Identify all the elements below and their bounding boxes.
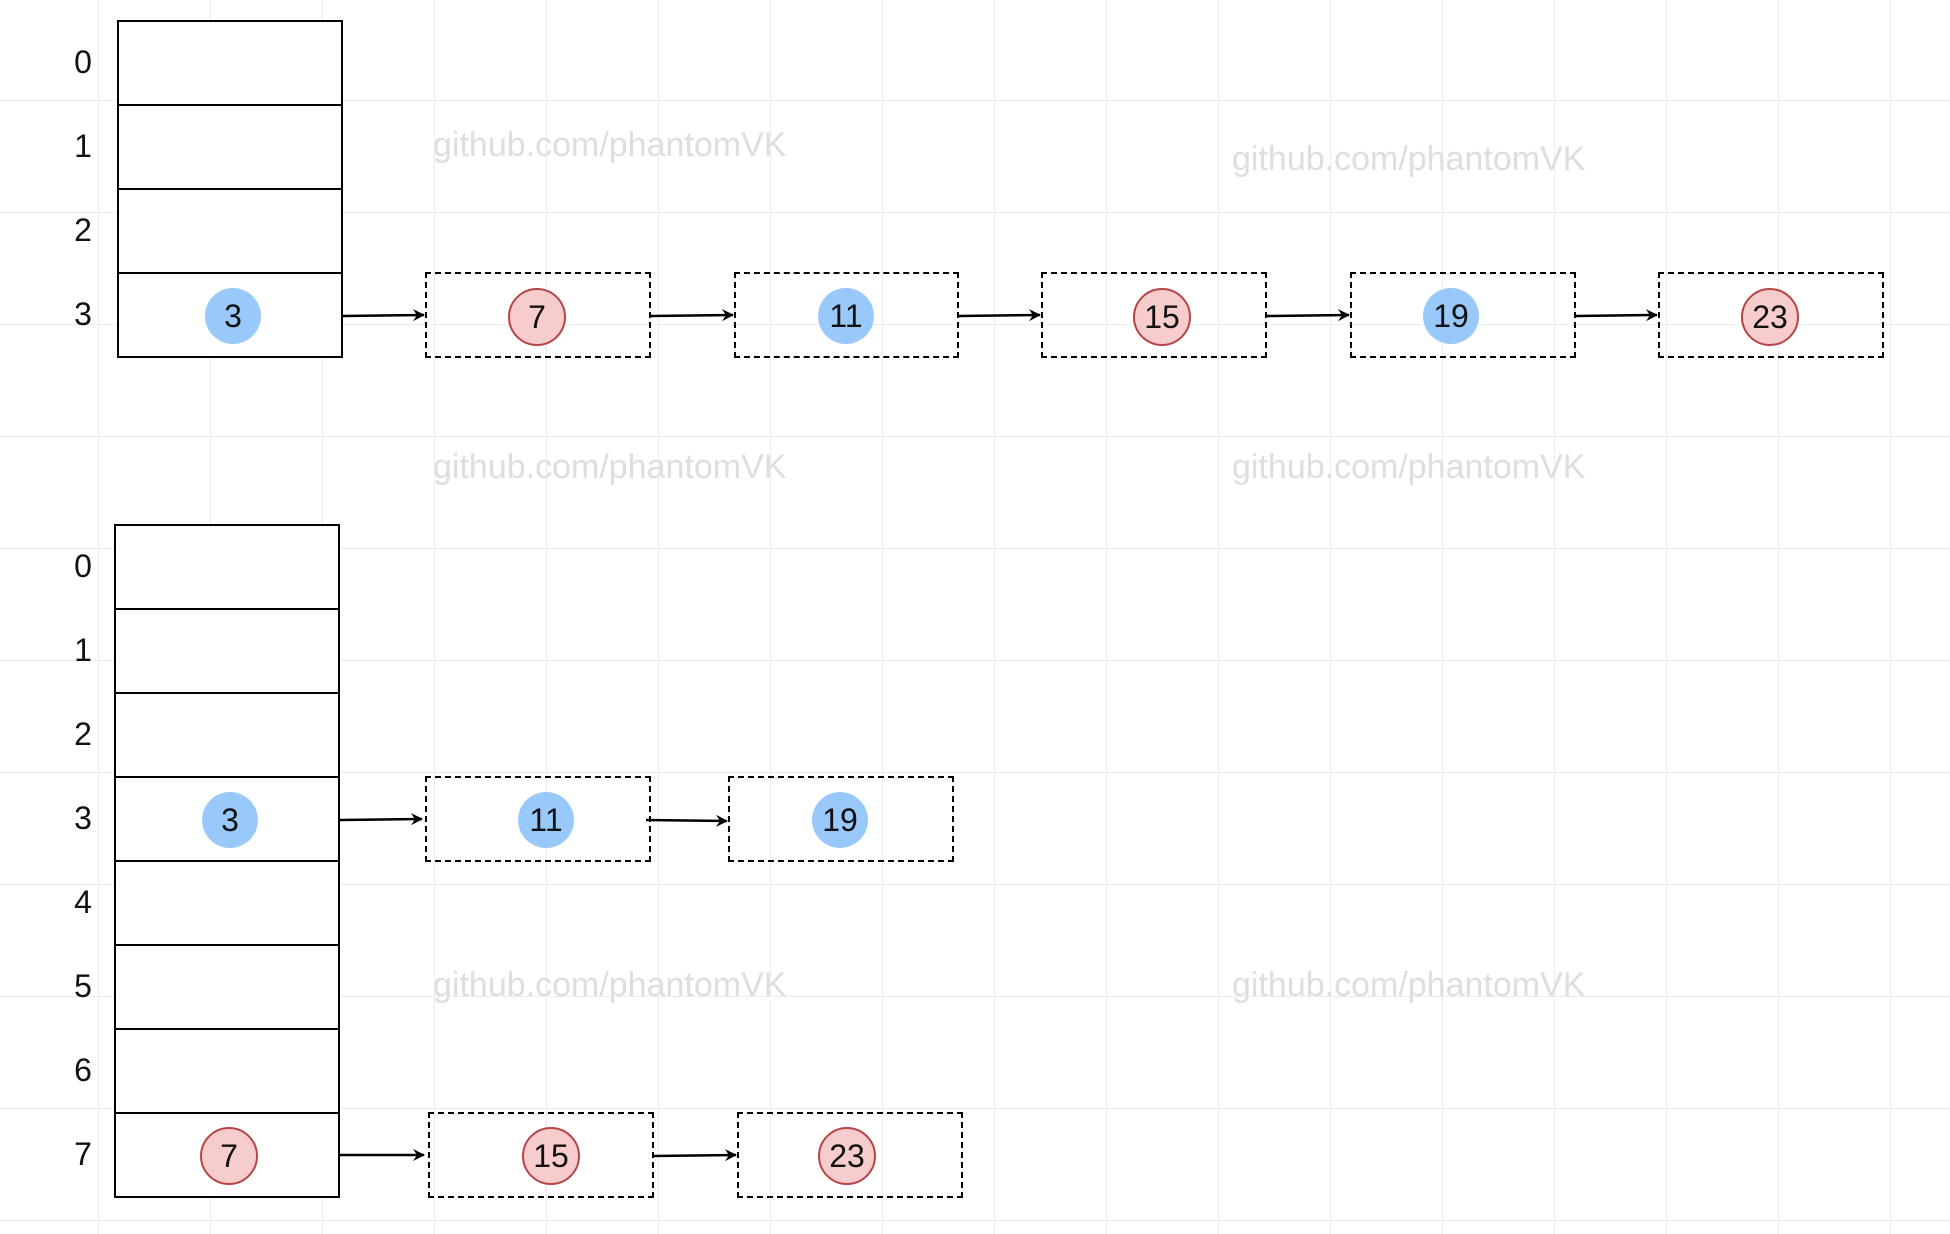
arrow (339, 813, 423, 826)
bucket-index: 2 (74, 212, 92, 248)
chain-node (428, 1112, 654, 1198)
chain-node (1658, 272, 1884, 358)
bucket-slot (114, 608, 340, 694)
key-circle: 11 (818, 288, 874, 344)
arrow (1575, 309, 1658, 322)
key-circle: 7 (200, 1127, 258, 1185)
arrow (342, 309, 425, 322)
bucket-index: 5 (74, 968, 92, 1004)
key-circle: 15 (522, 1127, 580, 1185)
key-circle: 7 (508, 288, 566, 346)
bucket-index: 2 (74, 716, 92, 752)
key-circle: 23 (818, 1127, 876, 1185)
bucket-index: 0 (74, 548, 92, 584)
chain-node (737, 1112, 963, 1198)
chain-node (728, 776, 954, 862)
bucket-slot (117, 20, 343, 106)
key-circle: 3 (205, 288, 261, 344)
chain-node (1041, 272, 1267, 358)
bucket-index: 4 (74, 884, 92, 920)
bucket-index: 3 (74, 296, 92, 332)
arrow (1266, 309, 1350, 322)
chain-node (1350, 272, 1576, 358)
chain-node (734, 272, 959, 358)
bucket-slot (114, 524, 340, 610)
watermark: github.com/phantomVK (1232, 140, 1586, 178)
bucket-index: 1 (74, 632, 92, 668)
chain-node (425, 776, 651, 862)
bucket-index: 3 (74, 800, 92, 836)
bucket-slot (114, 944, 340, 1030)
watermark: github.com/phantomVK (1232, 966, 1586, 1004)
watermark: github.com/phantomVK (1232, 448, 1586, 486)
watermark: github.com/phantomVK (433, 966, 787, 1004)
bucket-slot (114, 692, 340, 778)
bucket-index: 0 (74, 44, 92, 80)
bucket-slot (117, 188, 343, 274)
bucket-slot (114, 860, 340, 946)
key-circle: 3 (202, 792, 258, 848)
arrow (958, 309, 1041, 322)
arrow (645, 814, 728, 827)
key-circle: 15 (1133, 288, 1191, 346)
key-circle: 23 (1741, 288, 1799, 346)
key-circle: 11 (518, 792, 574, 848)
watermark: github.com/phantomVK (433, 448, 787, 486)
bucket-slot (117, 104, 343, 190)
bucket-index: 6 (74, 1052, 92, 1088)
bucket-slot (114, 1028, 340, 1114)
bucket-index: 1 (74, 128, 92, 164)
chain-node (425, 272, 651, 358)
key-circle: 19 (812, 792, 868, 848)
arrow (650, 309, 734, 322)
arrow (652, 1149, 737, 1162)
bucket-index: 7 (74, 1136, 92, 1172)
watermark: github.com/phantomVK (433, 126, 787, 164)
key-circle: 19 (1423, 288, 1479, 344)
